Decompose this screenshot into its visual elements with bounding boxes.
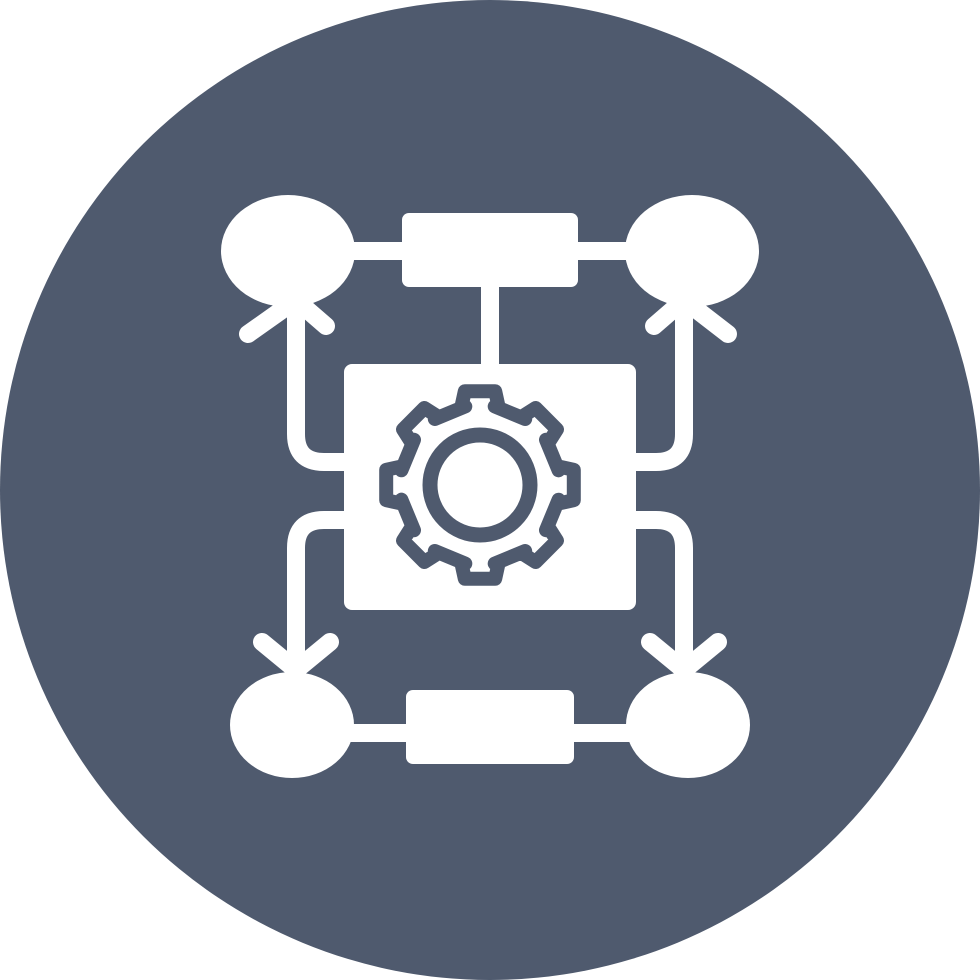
arrowhead-lower-right (641, 633, 727, 679)
arrow-upper-left (287, 303, 359, 471)
process-box-bottom (406, 690, 574, 764)
arrowhead-lower-left (253, 633, 339, 679)
node-bottom-left (230, 672, 354, 778)
arrow-upper-right (621, 303, 693, 471)
gear-icon (379, 384, 581, 586)
process-box-top (402, 213, 578, 287)
node-top-left (221, 195, 355, 307)
arrow-lower-right (621, 511, 693, 669)
node-bottom-right (626, 672, 750, 778)
gear-outline (379, 384, 581, 586)
arrow-lower-left (287, 511, 359, 669)
gear-hole (422, 427, 538, 543)
node-top-right (625, 195, 759, 307)
flow-nodes (221, 195, 759, 778)
